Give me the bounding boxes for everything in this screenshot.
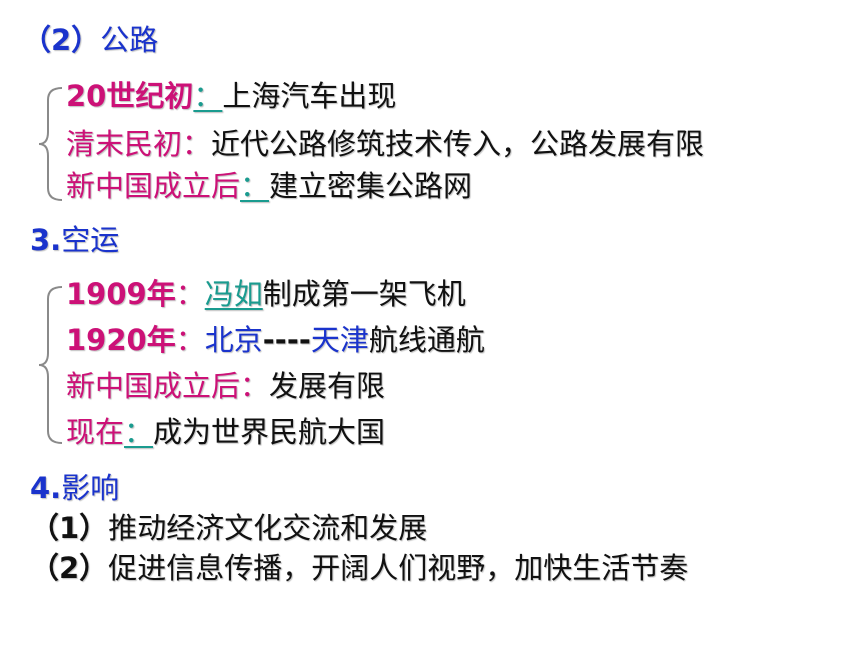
impact-heading: 4.影响 <box>30 470 119 506</box>
air-item-2-route-b: 天津 <box>310 323 369 357</box>
air-item-2-route-a: 北京 <box>204 323 263 357</box>
highway-item-3-sep: ： <box>240 169 270 203</box>
air-item-4-text: 成为世界民航大国 <box>153 415 386 449</box>
air-item-2-label: 1920年 <box>66 323 176 357</box>
impact-item-2: （2）促进信息传播，开阔人们视野，加快生活节奏 <box>30 550 688 586</box>
air-item-1-sep: ： <box>175 277 205 311</box>
air-item-3-sep: ： <box>240 369 270 403</box>
air-item-1: 1909年：冯如制成第一架飞机 <box>66 276 466 312</box>
impact-item-1-text: 推动经济文化交流和发展 <box>108 511 428 545</box>
air-item-3: 新中国成立后：发展有限 <box>66 368 385 404</box>
highway-item-2-label: 清末民初 <box>66 127 183 161</box>
air-item-1-text: 制成第一架飞机 <box>262 277 466 311</box>
highway-item-2: 清末民初：近代公路修筑技术传入，公路发展有限 <box>66 126 704 162</box>
highway-item-1-sep: ： <box>193 79 223 113</box>
impact-item-1: （1）推动经济文化交流和发展 <box>30 510 427 546</box>
air-heading: 3.空运 <box>30 222 119 258</box>
air-item-2-sep: ： <box>175 323 205 357</box>
highway-item-1-label: 20世纪初 <box>66 79 194 113</box>
highway-item-3-text: 建立密集公路网 <box>269 169 473 203</box>
air-item-2-route-dash: ---- <box>262 323 311 357</box>
highway-brace <box>38 87 63 201</box>
highway-heading: （2）公路 <box>22 22 158 58</box>
air-item-3-label: 新中国成立后 <box>66 369 241 403</box>
air-heading-num: 3. <box>30 223 62 257</box>
air-item-4-label: 现在 <box>66 415 125 449</box>
impact-item-2-text: 促进信息传播，开阔人们视野，加快生活节奏 <box>108 551 689 585</box>
air-item-1-blank: 冯如 <box>204 277 263 311</box>
highway-item-1-text: 上海汽车出现 <box>222 79 397 113</box>
highway-heading-text: 公路 <box>100 23 159 57</box>
air-item-3-text: 发展有限 <box>269 369 386 403</box>
air-item-2-text: 航线通航 <box>368 323 485 357</box>
air-item-4-sep: ： <box>124 415 154 449</box>
impact-item-2-num: （2） <box>30 551 109 585</box>
air-heading-text: 空运 <box>61 223 120 257</box>
impact-item-1-num: （1） <box>30 511 109 545</box>
highway-item-2-sep: ： <box>182 127 212 161</box>
highway-item-3-label: 新中国成立后 <box>66 169 241 203</box>
air-item-1-label: 1909年 <box>66 277 176 311</box>
highway-heading-num: （2） <box>22 23 101 57</box>
air-item-2: 1920年：北京----天津航线通航 <box>66 322 485 358</box>
impact-heading-num: 4. <box>30 471 62 505</box>
highway-item-3: 新中国成立后：建立密集公路网 <box>66 168 472 204</box>
highway-item-2-text: 近代公路修筑技术传入，公路发展有限 <box>211 127 705 161</box>
air-item-4: 现在：成为世界民航大国 <box>66 414 385 450</box>
air-brace <box>38 286 63 444</box>
highway-item-1: 20世纪初：上海汽车出现 <box>66 78 396 114</box>
impact-heading-text: 影响 <box>61 471 120 505</box>
